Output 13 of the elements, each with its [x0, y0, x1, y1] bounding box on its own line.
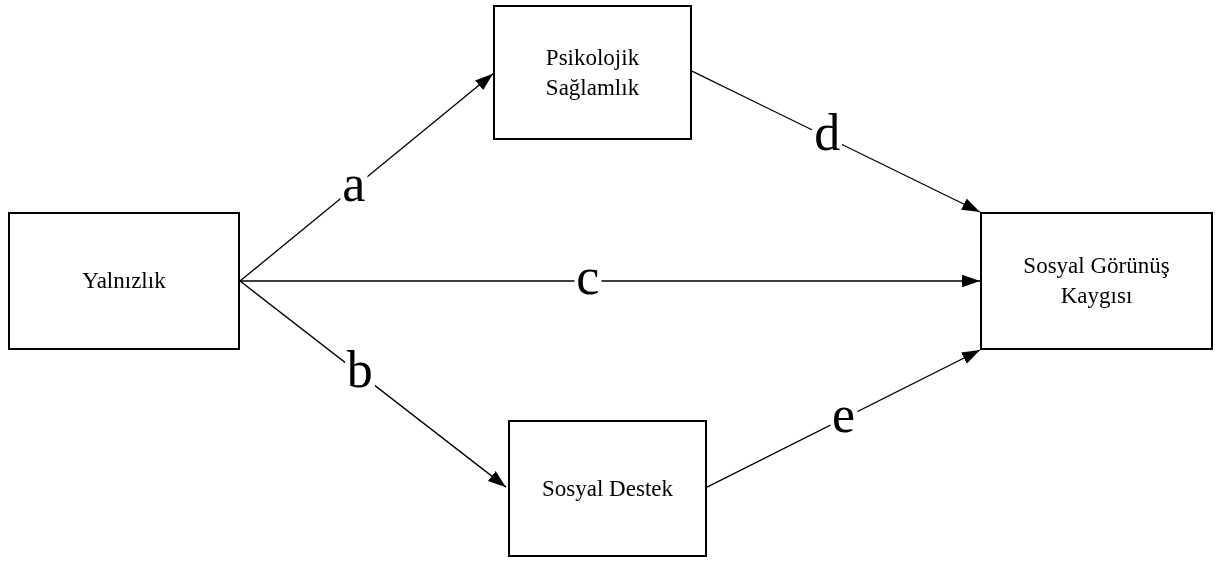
node-label: Sosyal Destek	[542, 474, 673, 503]
variable-box	[508, 420, 707, 557]
node-label: Psikolojik Sağlamlık	[544, 43, 641, 102]
variable-box	[8, 212, 240, 350]
arrow	[239, 274, 981, 288]
arrow	[706, 349, 981, 488]
arrow	[691, 70, 981, 213]
variable-box	[980, 212, 1213, 350]
node-label: Sosyal Görünüş Kaygısı	[1022, 252, 1171, 310]
arrow	[239, 73, 494, 282]
variable-box	[493, 5, 692, 140]
node-label: Yalnızlık	[82, 267, 166, 296]
arrow	[239, 280, 507, 488]
